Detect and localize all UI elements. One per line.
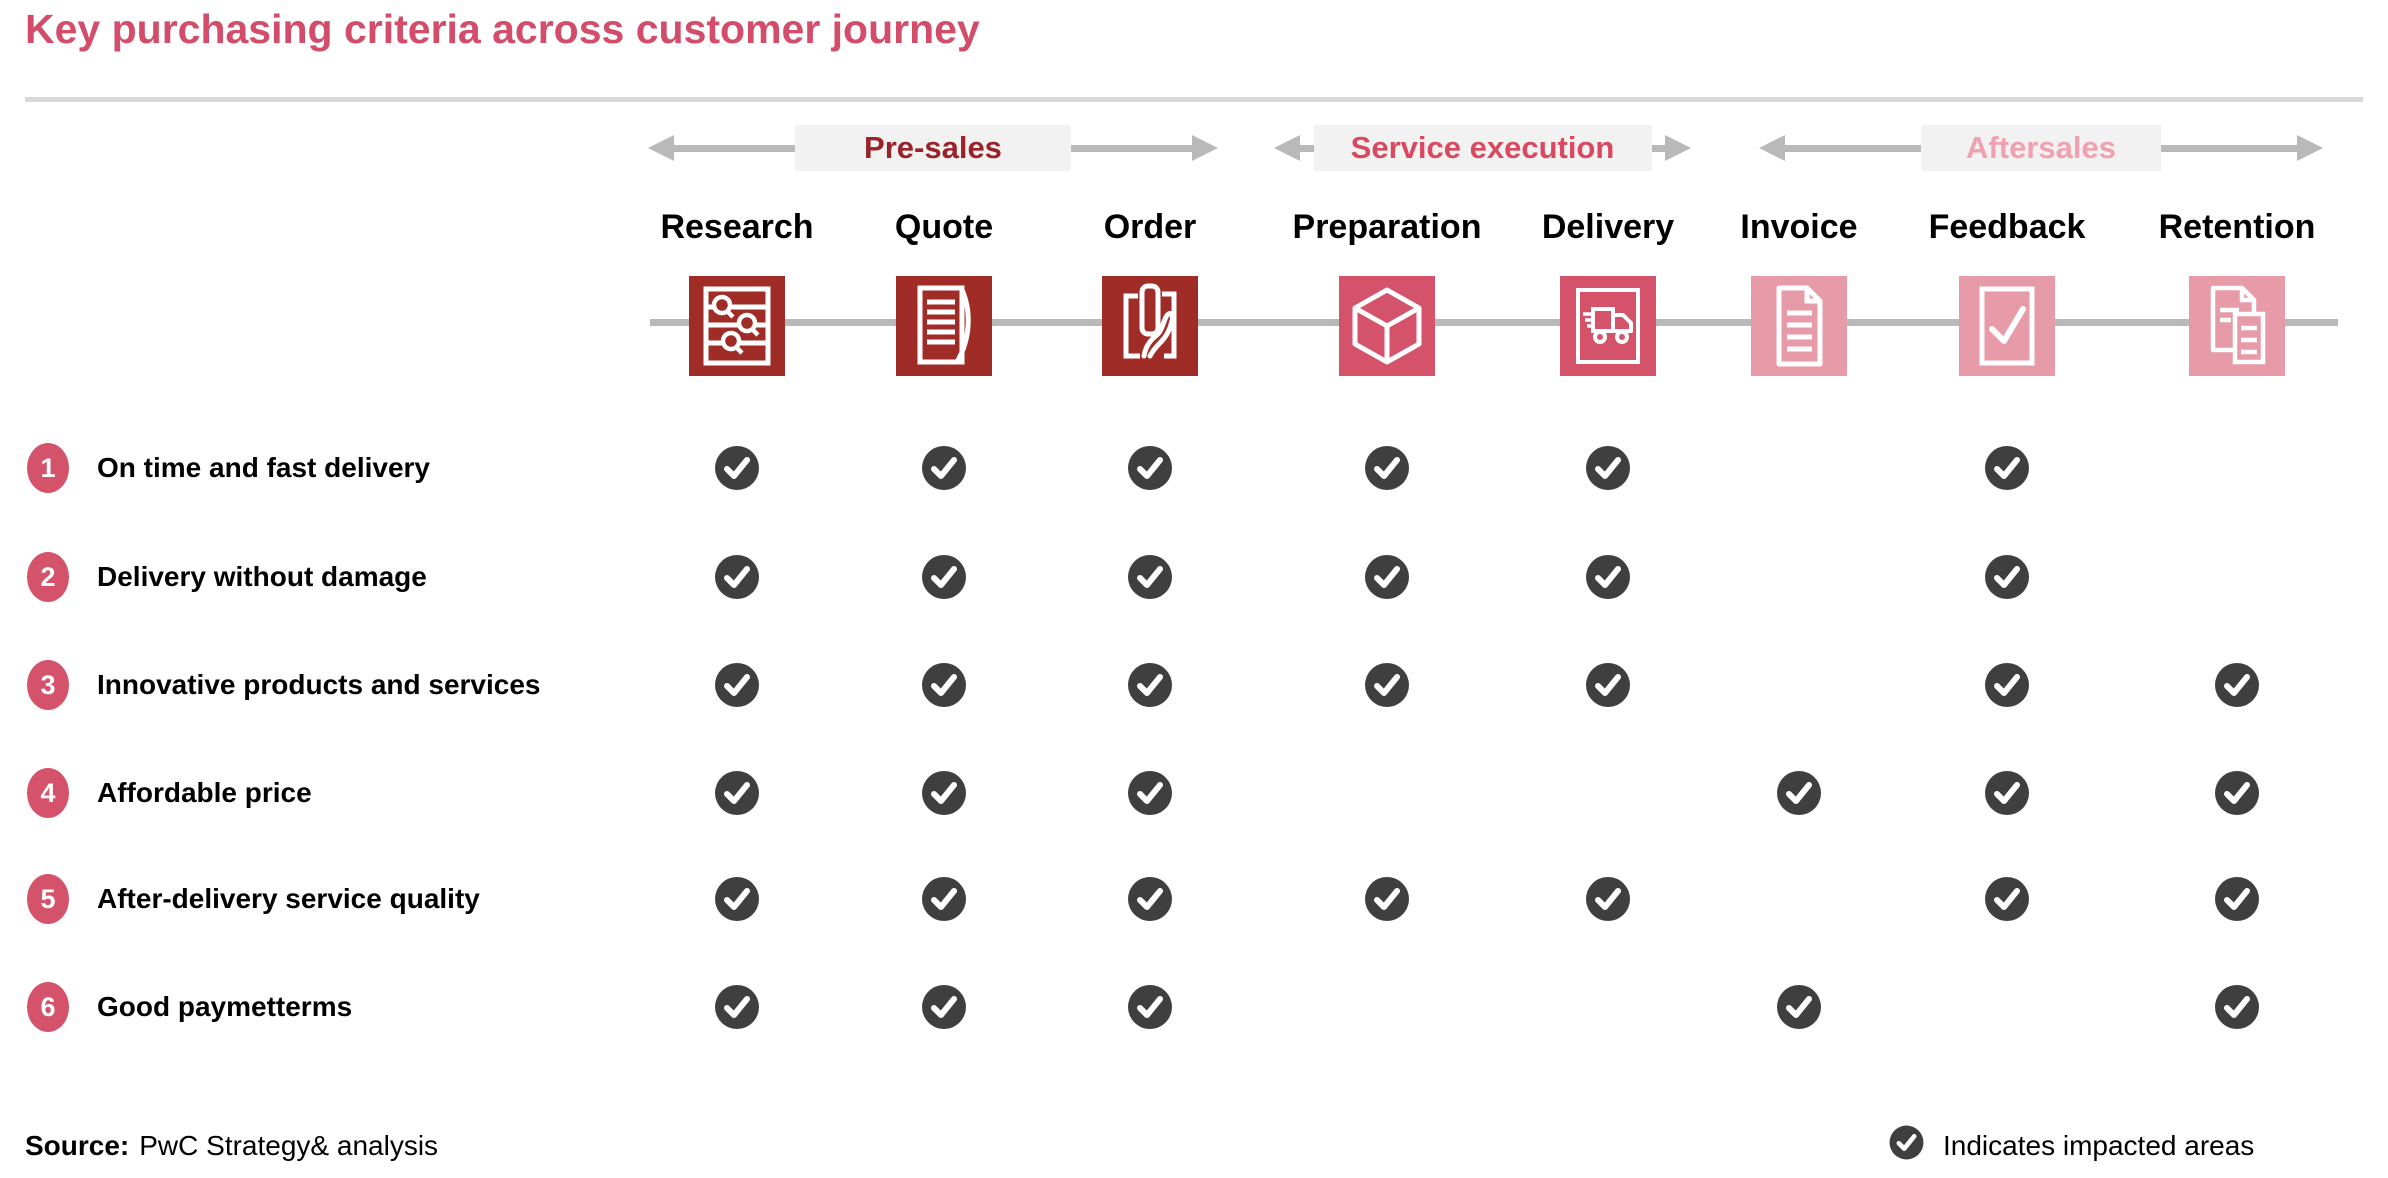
- legend-check-icon: [1888, 1124, 1925, 1168]
- criterion-label: On time and fast delivery: [97, 452, 430, 483]
- criterion-label: Delivery without damage: [97, 561, 427, 592]
- check-icon: [920, 661, 968, 709]
- legend-text: Indicates impacted areas: [1943, 1130, 2255, 1161]
- criterion-label: Affordable price: [97, 777, 312, 808]
- phase-label: Pre-sales: [795, 125, 1071, 171]
- page-title: Key purchasing criteria across customer …: [25, 6, 980, 52]
- check-icon: [1775, 769, 1823, 817]
- journey-line: [650, 319, 2338, 326]
- quote-document-icon: [896, 276, 992, 376]
- check-icon: [1363, 661, 1411, 709]
- check-icon: [1983, 444, 2031, 492]
- arrow-left-icon: [1759, 135, 1785, 161]
- arrow-right-icon: [1192, 135, 1218, 161]
- criterion-badge: 1: [27, 443, 69, 493]
- stage-label-order: Order: [1103, 208, 1197, 246]
- stage-label-quote: Quote: [894, 208, 994, 246]
- check-icon: [713, 553, 761, 601]
- check-icon: [920, 444, 968, 492]
- delivery-truck-icon: [1560, 276, 1656, 376]
- check-icon: [713, 444, 761, 492]
- check-icon: [1126, 444, 1174, 492]
- check-icon: [1584, 444, 1632, 492]
- title-divider: [25, 97, 2363, 102]
- stage-label-preparation: Preparation: [1292, 208, 1482, 246]
- check-icon: [1363, 553, 1411, 601]
- retention-documents-icon: [2189, 276, 2285, 376]
- check-icon: [1584, 661, 1632, 709]
- stage-label-invoice: Invoice: [1740, 208, 1858, 246]
- check-icon: [1983, 553, 2031, 601]
- check-icon: [713, 769, 761, 817]
- criterion-number: 5: [40, 883, 56, 914]
- invoice-page-icon: [1751, 276, 1847, 376]
- check-icon: [2213, 983, 2261, 1031]
- source-note: Source: PwC Strategy& analysis: [25, 1122, 438, 1170]
- source-label: Source:: [25, 1130, 130, 1161]
- check-icon: [920, 769, 968, 817]
- check-icon: [1584, 875, 1632, 923]
- phase-group-service-execution: Service execution: [1274, 125, 1691, 171]
- check-icon: [920, 553, 968, 601]
- search-filters-icon: [689, 276, 785, 376]
- phase-group-aftersales: Aftersales: [1759, 125, 2323, 171]
- phase-label: Aftersales: [1921, 125, 2161, 171]
- stage-label-feedback: Feedback: [1928, 208, 2086, 246]
- criterion-number: 1: [40, 452, 56, 483]
- check-icon: [1983, 661, 2031, 709]
- criterion-badge: 4: [27, 768, 69, 818]
- source-text: PwC Strategy& analysis: [139, 1130, 439, 1161]
- check-icon: [920, 983, 968, 1031]
- check-icon: [2213, 875, 2261, 923]
- stage-label-delivery: Delivery: [1541, 208, 1675, 246]
- stage-label-research: Research: [660, 208, 814, 246]
- check-icon: [1126, 661, 1174, 709]
- feedback-check-icon: [1959, 276, 2055, 376]
- legend: Indicates impacted areas: [1888, 1122, 2254, 1170]
- check-icon: [713, 875, 761, 923]
- criterion-badge: 5: [27, 874, 69, 924]
- check-icon: [1983, 769, 2031, 817]
- check-icon: [920, 875, 968, 923]
- check-icon: [1126, 983, 1174, 1031]
- arrow-right-icon: [1665, 135, 1691, 161]
- check-icon: [2213, 769, 2261, 817]
- phase-label: Service execution: [1313, 125, 1652, 171]
- check-icon: [1126, 769, 1174, 817]
- criterion-label: Innovative products and services: [97, 669, 541, 700]
- arrow-right-icon: [2297, 135, 2323, 161]
- check-icon: [1363, 875, 1411, 923]
- criterion-badge: 2: [27, 552, 69, 602]
- arrow-left-icon: [648, 135, 674, 161]
- criterion-label: Good paymetterms: [97, 991, 353, 1022]
- check-icon: [713, 983, 761, 1031]
- criterion-number: 3: [40, 669, 56, 700]
- check-icon: [1126, 553, 1174, 601]
- phase-group-pre-sales: Pre-sales: [648, 125, 1218, 171]
- criterion-badge: 3: [27, 660, 69, 710]
- arrow-left-icon: [1274, 135, 1300, 161]
- check-icon: [1126, 875, 1174, 923]
- check-icon: [1363, 444, 1411, 492]
- package-cube-icon: [1339, 276, 1435, 376]
- stage-label-retention: Retention: [2158, 208, 2316, 246]
- criterion-badge: 6: [27, 982, 69, 1032]
- criterion-number: 2: [40, 561, 56, 592]
- criterion-number: 4: [40, 777, 56, 808]
- check-icon: [713, 661, 761, 709]
- criterion-number: 6: [40, 991, 56, 1022]
- check-icon: [1775, 983, 1823, 1031]
- check-icon: [1983, 875, 2031, 923]
- check-icon: [1584, 553, 1632, 601]
- check-icon: [2213, 661, 2261, 709]
- hand-card-icon: [1102, 276, 1198, 376]
- criterion-label: After-delivery service quality: [97, 883, 480, 914]
